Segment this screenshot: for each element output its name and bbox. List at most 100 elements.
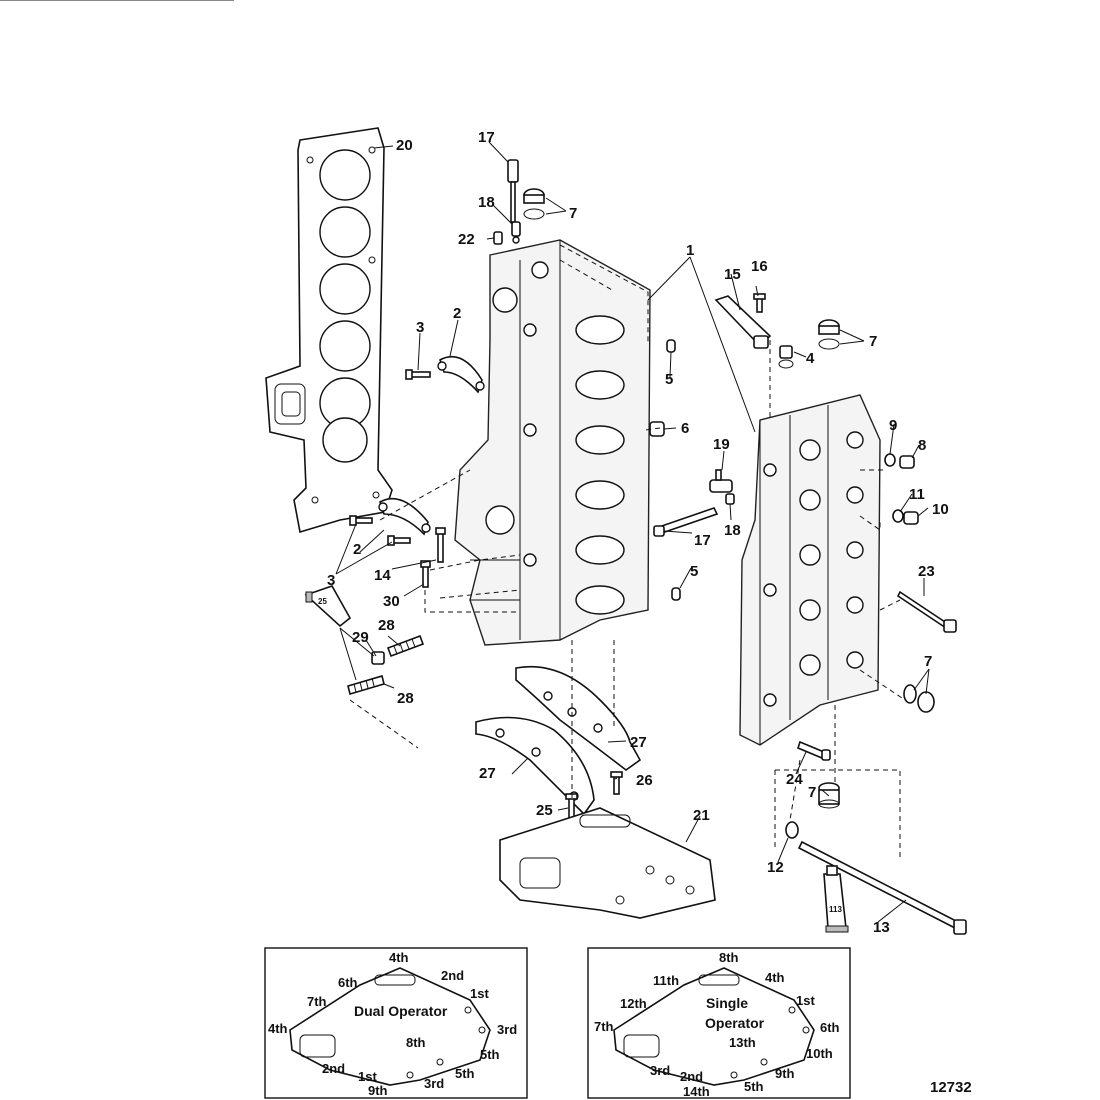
stud-28-lower	[347, 674, 385, 696]
inset-dual-title: Dual Operator	[354, 1003, 448, 1019]
bolt-3-lower-a	[349, 515, 373, 526]
callout-3-lower: 3	[327, 572, 335, 589]
callout-27-right: 26	[636, 772, 653, 789]
fitting-18-middle	[725, 493, 735, 505]
callout-18-middle: 18	[724, 522, 741, 539]
inset-single-title-2: Operator	[705, 1015, 765, 1031]
bolt-23	[797, 740, 831, 761]
callout-29: 29	[352, 629, 369, 646]
bolt-22	[896, 590, 957, 633]
part-9	[884, 453, 896, 467]
single-seq-5th: 5th	[744, 1079, 764, 1094]
single-seq-14th: 14th	[683, 1084, 710, 1099]
callout-26: 27	[479, 765, 496, 782]
part-11	[892, 509, 904, 523]
callout-23: 24	[786, 771, 803, 788]
plug-7-right-top	[818, 319, 840, 350]
callout-2-upper: 2	[453, 305, 461, 322]
callout-11: 11	[909, 486, 925, 503]
dual-seq-4th-top: 4th	[389, 950, 409, 965]
stud-28-upper	[386, 634, 425, 658]
plug-7-right-lower	[818, 782, 840, 809]
callout-2-lower: 2	[353, 541, 361, 558]
single-seq-13th: 13th	[729, 1035, 756, 1050]
callout-22: 23	[918, 563, 935, 580]
bearing-cap-2-lower	[378, 497, 431, 536]
plug-7-right-middle	[903, 684, 935, 713]
callout-10: 10	[932, 501, 949, 518]
dual-seq-7th: 7th	[307, 994, 327, 1009]
dual-seq-6th: 6th	[338, 975, 358, 990]
plug-4	[778, 345, 794, 369]
callout-27-left: 25	[536, 802, 553, 819]
callout-19: 19	[713, 436, 730, 453]
dual-seq-9th: 9th	[368, 1083, 388, 1098]
single-seq-6th: 6th	[820, 1020, 840, 1035]
callout-28-upper: 28	[378, 617, 395, 634]
callout-7-right-top: 7	[869, 333, 877, 350]
callout-3-upper: 3	[416, 319, 424, 336]
callout-12: 13	[873, 919, 890, 936]
callout-4: 4	[806, 350, 815, 367]
chain-guide-25	[515, 665, 642, 771]
figure-number: 12732	[930, 1079, 972, 1096]
single-seq-12th: 12th	[620, 996, 647, 1011]
single-seq-10th: 10th	[806, 1046, 833, 1061]
callout-7-top: 7	[569, 205, 577, 222]
callout-20: 20	[396, 137, 413, 154]
callout-8: 8	[918, 437, 926, 454]
callout-13: 12	[767, 859, 784, 876]
callout-24: 21	[693, 807, 710, 824]
callout-16: 16	[751, 258, 768, 275]
callout-21: 22	[458, 231, 475, 248]
bolt-3-upper	[405, 369, 431, 380]
bolt-14	[435, 527, 446, 563]
callout-5-upper: 5	[665, 371, 673, 388]
callout-9: 9	[889, 417, 897, 434]
bolt-12	[797, 840, 967, 935]
inset-single-title-1: Single	[706, 995, 748, 1011]
callout-6: 6	[681, 420, 689, 437]
sealant-tube-113	[823, 865, 849, 933]
dual-seq-1st-bottom: 1st	[358, 1069, 377, 1084]
callout-labels: 20 17 18 22 7 1 2 3 16 15 4 7 5 6 9 8 11…	[327, 129, 949, 936]
cylinder-block-left	[454, 239, 651, 646]
dual-seq-3rd-bottom: 3rd	[424, 1076, 444, 1091]
callout-15: 15	[724, 266, 741, 283]
sensor-19	[709, 469, 733, 493]
nut-29	[371, 651, 385, 665]
inset-dual-operator: Dual Operator 4th 6th 2nd 7th 1st 4th 3r…	[264, 947, 528, 1099]
fitting-18-top	[511, 221, 521, 244]
single-seq-2nd: 2nd	[680, 1069, 703, 1084]
bolt-27-right	[610, 771, 623, 795]
single-seq-9th: 9th	[775, 1066, 795, 1081]
callout-1: 1	[686, 242, 694, 259]
dual-seq-4th-left: 4th	[268, 1021, 288, 1036]
leader-lines	[0, 0, 930, 923]
sealant-tube-25	[304, 585, 352, 628]
bolt-30	[420, 560, 431, 588]
callout-7-right-middle: 7	[924, 653, 932, 670]
single-seq-1st: 1st	[796, 993, 815, 1008]
dowel-5-upper	[666, 339, 676, 353]
callout-28-lower: 28	[397, 690, 414, 707]
tube-label-113: 113	[829, 905, 842, 914]
gasket-24	[499, 807, 716, 919]
single-seq-11th: 11th	[653, 973, 679, 988]
stud-dash-line	[349, 699, 419, 749]
head-gasket-20	[265, 127, 393, 534]
dual-seq-2nd-top: 2nd	[441, 968, 464, 983]
washer-13	[785, 821, 799, 839]
fitting-21	[493, 231, 503, 245]
tube-label-25: 25	[318, 597, 327, 606]
dual-seq-2nd-bottom: 2nd	[322, 1061, 345, 1076]
single-seq-4th: 4th	[765, 970, 785, 985]
callout-18-top: 18	[478, 194, 495, 211]
dual-seq-5th-right: 5th	[480, 1047, 500, 1062]
sensor-15	[714, 295, 772, 349]
inset-single-operator: Single Operator 8th 11th 4th 12th 1st 7t…	[587, 947, 851, 1099]
bearing-cap-2-upper	[437, 355, 485, 394]
callout-7-right-lower: 7	[808, 784, 816, 801]
callout-14: 14	[374, 567, 391, 584]
